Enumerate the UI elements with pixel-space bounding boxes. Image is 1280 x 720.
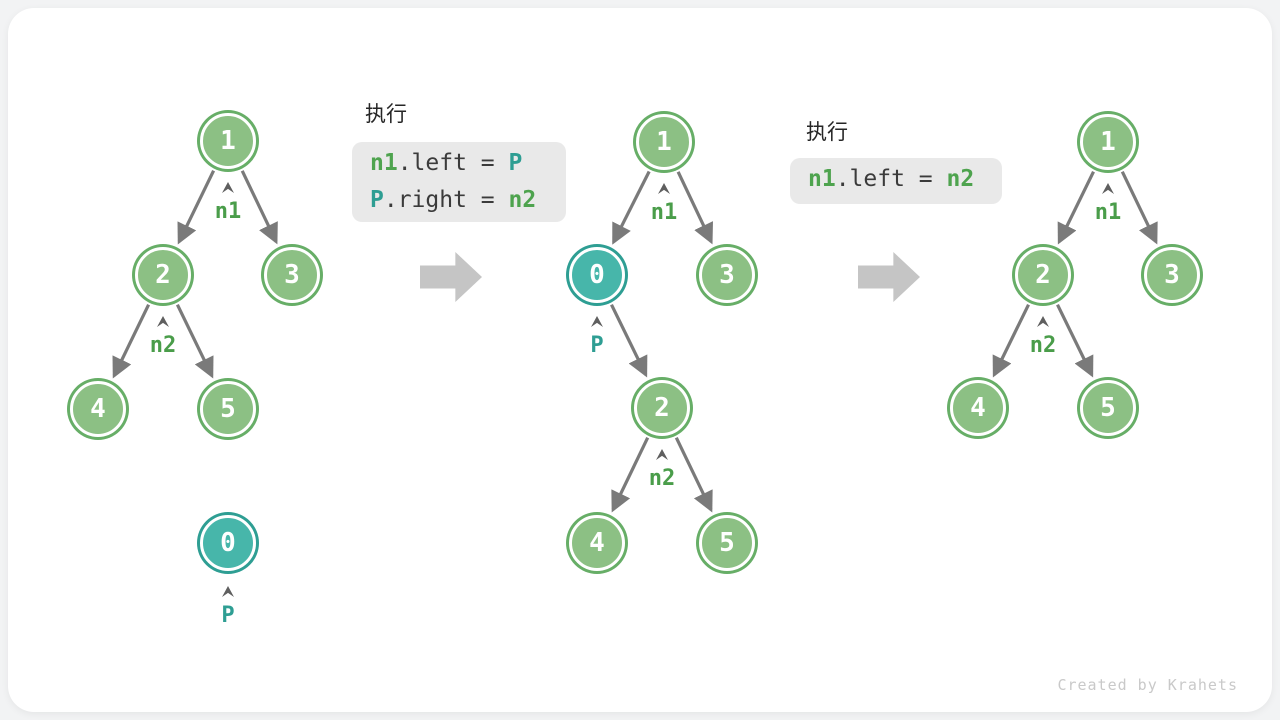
pointer-caret-icon [591, 316, 603, 327]
code-line: n1.left = n2 [808, 161, 984, 198]
code-token: P [508, 150, 523, 176]
pointer-label-P: P [590, 333, 604, 358]
code-line: P.right = n2 [370, 182, 548, 219]
tree-node-4: 4 [569, 515, 625, 571]
code-token: n1 [370, 150, 398, 176]
tree-node-2: 2 [634, 380, 690, 436]
code-token: .left = [397, 150, 509, 176]
figure-card [8, 8, 1272, 712]
tree-node-3: 3 [699, 247, 755, 303]
code-block-title: 执行 [365, 103, 407, 126]
tree-node-1: 1 [636, 114, 692, 170]
tree-node-2: 2 [135, 247, 191, 303]
tree-node-0: 0 [569, 247, 625, 303]
code-block-2: n1.left = n2 [790, 158, 1002, 204]
tree-node-3: 3 [264, 247, 320, 303]
code-token: P [370, 187, 384, 213]
tree-node-0: 0 [200, 515, 256, 571]
pointer-caret-icon [157, 316, 169, 327]
pointer-label-P: P [221, 603, 235, 628]
tree-node-5: 5 [200, 381, 256, 437]
tree-node-1: 1 [200, 113, 256, 169]
code-block-title: 执行 [806, 121, 848, 144]
pointer-caret-icon [222, 182, 234, 193]
pointer-label-n2: n2 [1029, 333, 1057, 358]
pointer-label-n1: n1 [1094, 200, 1122, 225]
tree-node-4: 4 [70, 381, 126, 437]
pointer-caret-icon [222, 586, 234, 597]
tree-node-5: 5 [699, 515, 755, 571]
code-token: n2 [946, 166, 975, 192]
pointer-label-n2: n2 [648, 466, 676, 491]
tree-node-2: 2 [1015, 247, 1071, 303]
pointer-caret-icon [658, 183, 670, 194]
code-token: .right = [383, 187, 509, 213]
code-line: n1.left = P [370, 145, 548, 182]
code-token: n2 [508, 187, 537, 213]
tree-node-5: 5 [1080, 380, 1136, 436]
tree-node-3: 3 [1144, 247, 1200, 303]
pointer-label-n1: n1 [214, 199, 242, 224]
pointer-label-n1: n1 [650, 200, 678, 225]
watermark-text: Created by Krahets [1057, 676, 1238, 694]
pointer-caret-icon [1037, 316, 1049, 327]
tree-node-4: 4 [950, 380, 1006, 436]
pointer-caret-icon [656, 449, 668, 460]
tree-node-1: 1 [1080, 114, 1136, 170]
pointer-label-n2: n2 [149, 333, 177, 358]
code-token: n1 [808, 166, 836, 192]
code-token: .left = [835, 166, 947, 192]
pointer-caret-icon [1102, 183, 1114, 194]
